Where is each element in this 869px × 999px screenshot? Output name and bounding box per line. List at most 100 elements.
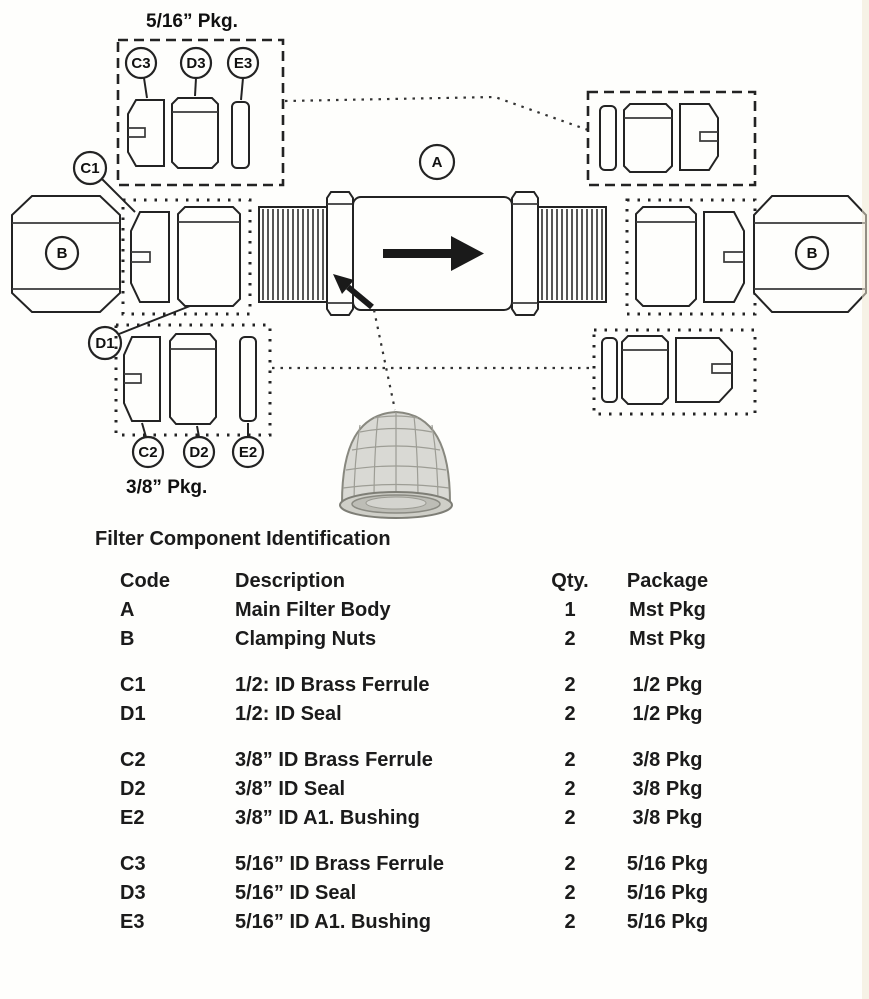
- badge-d2: [182, 435, 216, 469]
- cell-package: 5/16 Pkg: [626, 853, 709, 875]
- half-inch-parts-box: [121, 198, 252, 316]
- left-thread-lines: [262, 209, 324, 300]
- label-c1: C1: [80, 160, 99, 177]
- cell-qty: 2: [564, 749, 576, 771]
- seal-right-top-drawing: [623, 103, 673, 173]
- clamping-nut-right-drawing: B: [753, 195, 867, 313]
- right-parts-box-middle: [625, 198, 757, 316]
- package-label-3-8: 3/8” Pkg.: [126, 477, 207, 498]
- leader-c2: [141, 422, 147, 438]
- ferrule-right-bottom-drawing: [675, 337, 733, 403]
- leader-d3: [194, 77, 197, 97]
- package-label-5-16: 5/16” Pkg.: [146, 11, 238, 32]
- leader-d2: [196, 425, 200, 438]
- bushing-e3-drawing: [231, 101, 250, 169]
- cell-package: 5/16 Pkg: [626, 911, 709, 933]
- dotted-box-right-bottom: [592, 328, 757, 416]
- cell-qty: 2: [564, 911, 576, 933]
- table-row: C3 5/16” ID Brass Ferrule 2 5/16 Pkg: [120, 850, 795, 879]
- cell-code: D1: [120, 703, 146, 725]
- exploded-parts-diagram: 5/16” Pkg. C3 D3 E3: [11, 11, 867, 519]
- label-d1: D1: [95, 335, 114, 352]
- badge-b-right: [794, 235, 830, 271]
- table-row: D1 1/2: ID Seal 2 1/2 Pkg: [120, 700, 795, 729]
- cell-package: 3/8 Pkg: [632, 778, 703, 800]
- cell-code: E3: [120, 911, 145, 933]
- table-row: A Main Filter Body 1 Mst Pkg: [120, 596, 795, 625]
- bushing-right-bottom-drawing: [601, 337, 618, 403]
- cell-package: 5/16 Pkg: [626, 882, 709, 904]
- bushing-e2-drawing: [239, 336, 257, 422]
- cell-package: 3/8 Pkg: [632, 807, 703, 829]
- badge-b-left: [44, 235, 80, 271]
- badge-e3: [226, 46, 260, 80]
- mesh-strainer-photo: [339, 410, 453, 519]
- package-box-5-16: C3 D3 E3: [116, 38, 285, 187]
- col-header-package: Package: [626, 570, 709, 592]
- seal-right-middle-drawing: [635, 206, 697, 307]
- cell-description: 1/2: ID Brass Ferrule: [235, 674, 430, 696]
- cell-description: 5/16” ID Seal: [235, 882, 357, 904]
- cell-qty: 2: [564, 882, 576, 904]
- right-parts-box-bottom: [592, 328, 757, 416]
- dotted-box-right-middle: [625, 198, 757, 316]
- leader-e3: [240, 77, 244, 101]
- label-c3: C3: [131, 55, 150, 72]
- cell-code: C2: [120, 749, 146, 771]
- cell-qty: 1: [564, 599, 576, 621]
- badge-a: [418, 143, 456, 181]
- right-collar: [511, 191, 539, 316]
- leader-c1: [101, 178, 136, 213]
- col-header-description: Description: [235, 570, 346, 592]
- seal-d2-drawing: [169, 333, 217, 425]
- cell-description: Main Filter Body: [235, 599, 391, 621]
- ferrule-right-top-drawing: [679, 103, 719, 171]
- label-b-right: B: [807, 245, 818, 262]
- cell-description: 1/2: ID Seal: [235, 703, 342, 725]
- cell-qty: 2: [564, 628, 576, 650]
- cell-description: Clamping Nuts: [235, 628, 377, 650]
- component-table-section: Filter Component Identification Code Des…: [95, 527, 795, 937]
- badge-e2: [231, 435, 265, 469]
- dotted-box-3-8: [114, 323, 272, 437]
- clamping-nut-left-drawing: B: [11, 195, 121, 313]
- seal-right-bottom-drawing: [621, 335, 669, 405]
- bushing-right-top-drawing: [599, 105, 617, 171]
- label-d2: D2: [189, 444, 208, 461]
- scan-edge-artifact: [862, 0, 869, 999]
- dotted-box-1-2: [121, 198, 252, 316]
- table-row: C2 3/8” ID Brass Ferrule 2 3/8 Pkg: [120, 746, 795, 775]
- cell-code: A: [120, 599, 135, 621]
- cell-code: C3: [120, 853, 146, 875]
- badge-c2: [131, 435, 165, 469]
- table-row: C1 1/2: ID Brass Ferrule 2 1/2 Pkg: [120, 671, 795, 700]
- cell-qty: 2: [564, 778, 576, 800]
- seal-d1-drawing: [177, 206, 241, 307]
- label-d3: D3: [186, 55, 205, 72]
- table-row: E2 3/8” ID A1. Bushing 2 3/8 Pkg: [120, 804, 795, 833]
- cell-package: 1/2 Pkg: [632, 703, 703, 725]
- connector-dotted-line-top: [284, 95, 589, 132]
- cell-description: 3/8” ID A1. Bushing: [235, 807, 420, 829]
- table-row: D2 3/8” ID Seal 2 3/8 Pkg: [120, 775, 795, 804]
- table-header-row: Code Description Qty. Package: [120, 567, 795, 596]
- dashed-box-right: [586, 90, 757, 187]
- leader-c3: [143, 77, 148, 99]
- label-e3: E3: [234, 55, 252, 72]
- cell-description: 5/16” ID A1. Bushing: [235, 911, 431, 933]
- cell-qty: 2: [564, 674, 576, 696]
- label-e2: E2: [239, 444, 257, 461]
- col-header-code: Code: [120, 570, 170, 592]
- strainer-leader-dotted-line: [372, 309, 397, 411]
- cell-qty: 2: [564, 703, 576, 725]
- label-c2: C2: [138, 444, 157, 461]
- cell-code: B: [120, 628, 135, 650]
- badge-d3: [179, 46, 213, 80]
- col-header-qty: Qty.: [551, 570, 589, 592]
- label-a: A: [432, 154, 443, 171]
- seal-d3-drawing: [171, 97, 219, 169]
- table-row: B Clamping Nuts 2 Mst Pkg: [120, 625, 795, 654]
- cell-description: 3/8” ID Brass Ferrule: [235, 749, 433, 771]
- cell-qty: 2: [564, 807, 576, 829]
